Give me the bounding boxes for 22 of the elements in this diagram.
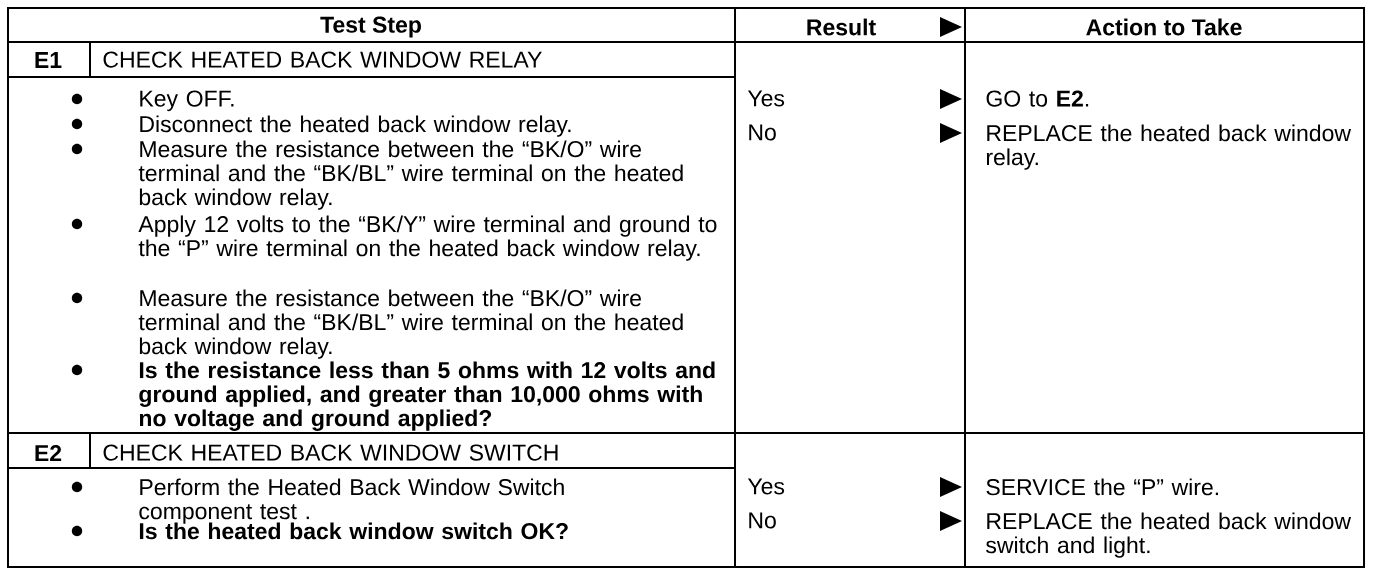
question: Is the heated back window switch OK? — [139, 522, 568, 540]
instruction: Key OFF. — [140, 90, 234, 112]
column-header: Test Step — [320, 16, 421, 38]
step-title: CHECK HEATED BACK WINDOW RELAY — [103, 51, 542, 68]
action-text: SERVICE the “P” wire. — [986, 478, 1219, 496]
result-text: Yes — [747, 478, 785, 495]
instruction: Disconnect the heated back window relay. — [140, 115, 571, 137]
result-text: No — [749, 124, 776, 141]
step-title: CHECK HEATED BACK WINDOW SWITCH — [103, 444, 558, 461]
action-text: GO to E2. — [986, 90, 1089, 107]
column-header: Result — [807, 18, 876, 36]
question: Is the resistance less than 5 ohms with 12 volts and ground applied, and greater than 10,000 ohms with no voltage and ground applied? — [139, 361, 715, 431]
action-text: REPLACE the heated back window relay. — [986, 124, 1352, 170]
result-text: Yes — [747, 90, 785, 107]
column-header: Action to Take — [1086, 18, 1242, 36]
action-text: REPLACE the heated back window switch and light. — [986, 512, 1352, 558]
step-number: E1 — [35, 52, 62, 68]
instruction: Measure the resistance between the “BK/O” wire terminal and the “BK/BL” wire terminal on the heated back window relay. — [138, 289, 683, 359]
result-text: No — [749, 512, 776, 529]
instruction: Apply 12 volts to the “BK/Y” wire terminal and ground to the “P” wire terminal on the heated back window relay. — [138, 215, 717, 261]
step-number: E2 — [35, 445, 62, 462]
instruction: Measure the resistance between the “BK/O” wire terminal and the “BK/BL” wire terminal on the heated back window relay. — [138, 140, 683, 210]
